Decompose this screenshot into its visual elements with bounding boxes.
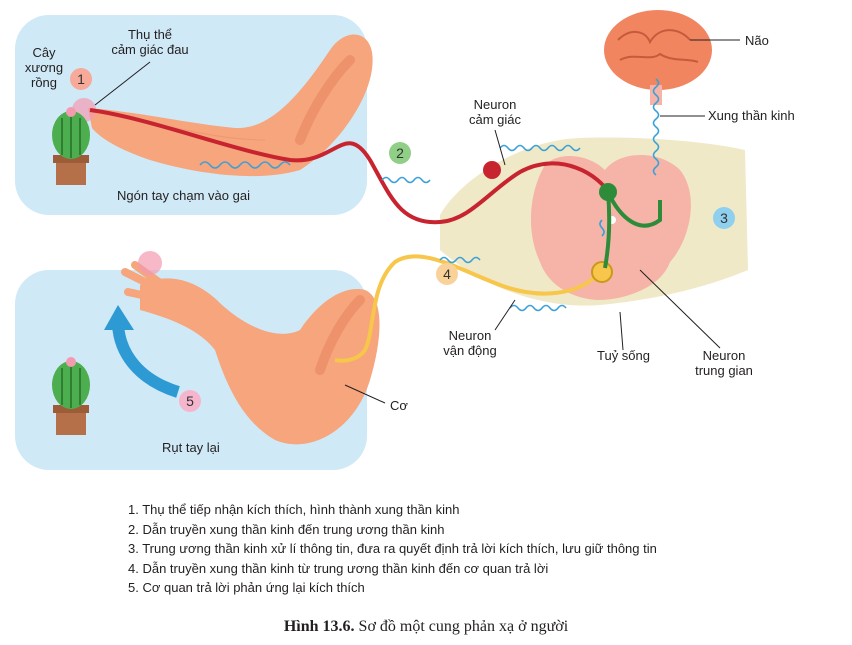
- receptor-label-line1: Thụ thể: [127, 27, 173, 42]
- sensory-neuron-label: Neuron cảm giác: [455, 97, 535, 127]
- muscle-label: Cơ: [390, 398, 408, 413]
- leader-lines: [94, 39, 740, 404]
- brain: [604, 10, 712, 105]
- receptor-label: Thụ thể cảm giác đau: [100, 27, 200, 57]
- step-number-1: 1: [70, 68, 92, 90]
- caption-number: Hình 13.6.: [283, 618, 355, 635]
- cactus-bottom: [52, 357, 90, 435]
- brain-label: Não: [745, 33, 769, 48]
- step-item-2: 2. Dẫn truyền xung thần kinh đến trung ư…: [128, 521, 445, 537]
- step-number-5: 5: [179, 390, 201, 412]
- interneuron-line2: trung gian: [695, 363, 753, 378]
- receptor-label-line2: cảm giác đau: [111, 42, 189, 57]
- impulse-waves: [199, 78, 660, 312]
- reflex-arc-illustration: [15, 10, 748, 470]
- interneuron-body: [599, 183, 617, 201]
- steps-list: 1. Thụ thể tiếp nhận kích thích, hình th…: [128, 500, 657, 598]
- sensory-neuron-line1: Neuron: [473, 97, 517, 112]
- cactus-label-line1: Cây: [32, 45, 56, 60]
- caption-text: Sơ đồ một cung phản xạ ở người: [354, 618, 569, 635]
- sensory-nerve: [89, 108, 612, 225]
- withdraw-arrowhead: [104, 305, 134, 330]
- motor-neuron-body: [591, 261, 613, 283]
- motor-neuron-line1: Neuron: [448, 328, 492, 343]
- sensory-ganglion: [483, 161, 501, 179]
- finger-touch-label: Ngón tay chạm vào gai: [117, 188, 250, 203]
- spinal-cord-label: Tuỷ sống: [597, 348, 650, 363]
- interneuron-line1: Neuron: [702, 348, 746, 363]
- bottom-arm: [121, 261, 380, 445]
- step-item-1: 1. Thụ thể tiếp nhận kích thích, hình th…: [128, 502, 460, 517]
- cactus-top: [52, 107, 90, 185]
- cactus-label: Cây xương rồng: [18, 45, 70, 90]
- step-item-5: 5. Cơ quan trả lời phản ứng lại kích thí…: [128, 580, 365, 595]
- motor-neuron-label: Neuron vận động: [435, 328, 505, 358]
- figure-caption: Hình 13.6. Sơ đồ một cung phản xạ ở ngườ…: [0, 618, 852, 636]
- withdraw-arrow: [112, 324, 180, 398]
- motor-nerve: [334, 254, 602, 363]
- cactus-label-line3: rồng: [30, 75, 58, 90]
- step-number-3: 3: [713, 207, 735, 229]
- withdraw-label: Rụt tay lại: [162, 440, 220, 455]
- interneuron-label: Neuron trung gian: [688, 348, 760, 378]
- step-item-3: 3. Trung ương thần kinh xử lí thông tin,…: [128, 541, 657, 556]
- pain-spot-bottom: [138, 251, 162, 275]
- step-number-4: 4: [436, 263, 458, 285]
- step-number-2: 2: [389, 142, 411, 164]
- nerve-impulse-label: Xung thần kinh: [708, 108, 795, 123]
- sensory-neuron-line2: cảm giác: [468, 112, 522, 127]
- cactus-label-line2: xương: [24, 60, 64, 75]
- motor-neuron-line2: vận động: [443, 343, 497, 358]
- step-item-4: 4. Dẫn truyền xung thần kinh từ trung ươ…: [128, 560, 549, 576]
